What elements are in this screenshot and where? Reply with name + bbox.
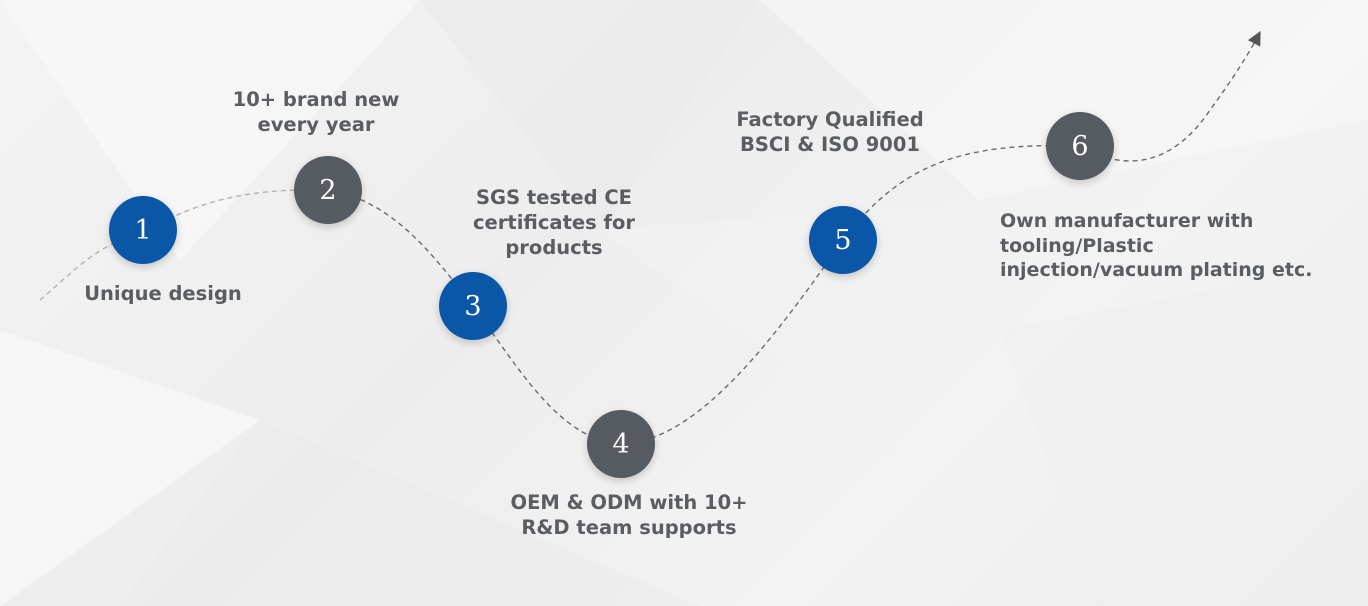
step-1-circle: 1 xyxy=(109,196,177,264)
step-1-label: Unique design xyxy=(84,282,242,305)
step-5-number: 5 xyxy=(834,224,852,256)
step-4-label: OEM & ODM with 10+ R&D team supports xyxy=(510,491,748,539)
step-3-number: 3 xyxy=(464,290,482,322)
step-6-circle: 6 xyxy=(1046,112,1114,180)
step-2-label: 10+ brand new every year xyxy=(232,88,400,136)
step-5-label: Factory Qualified BSCI & ISO 9001 xyxy=(736,108,924,156)
step-2-circle: 2 xyxy=(294,156,362,224)
step-1-number: 1 xyxy=(134,214,152,246)
step-6-label: Own manufacturer with tooling/Plastic in… xyxy=(1000,210,1313,281)
step-6-number: 6 xyxy=(1071,130,1089,162)
step-5-circle: 5 xyxy=(809,206,877,274)
step-3-label: SGS tested CE certificates for products xyxy=(472,186,636,259)
step-4-circle: 4 xyxy=(587,410,655,478)
step-4-number: 4 xyxy=(612,428,630,460)
step-3-circle: 3 xyxy=(439,272,507,340)
step-2-number: 2 xyxy=(319,174,337,206)
